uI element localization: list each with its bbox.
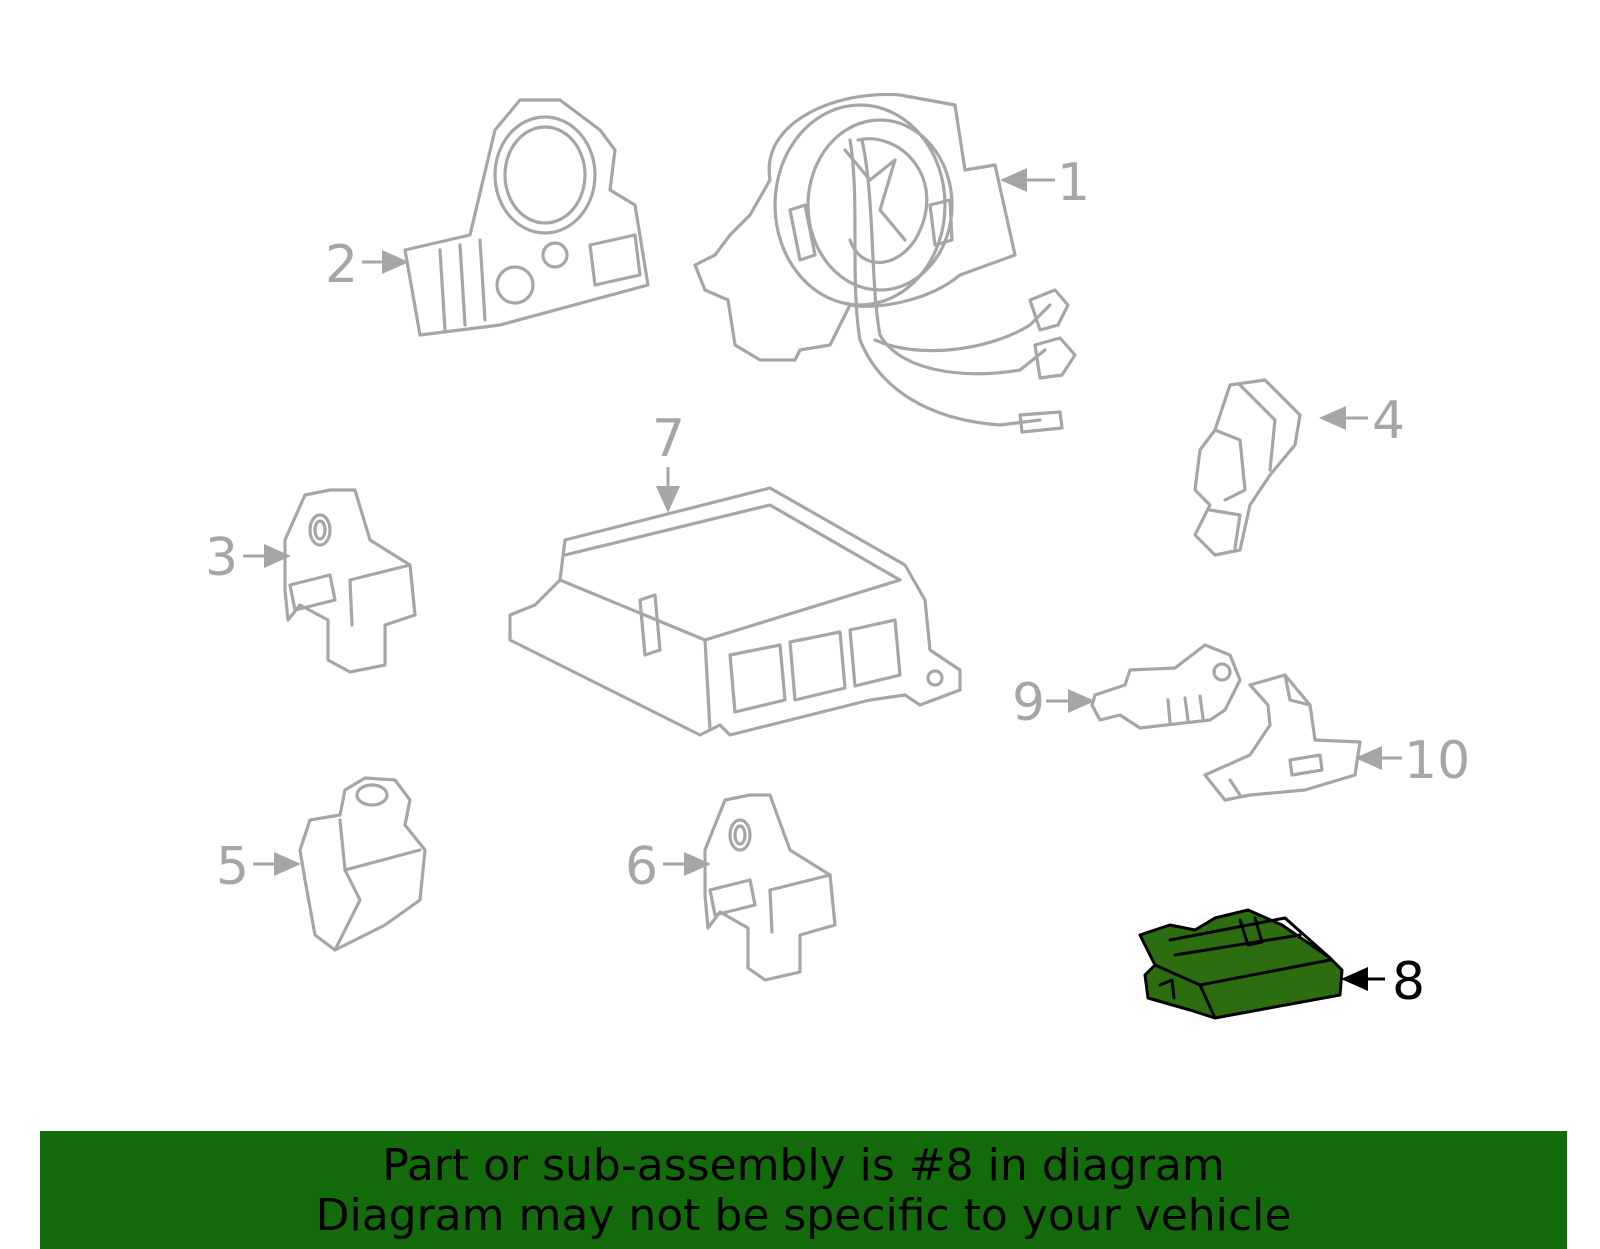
callout-7: 7	[652, 409, 685, 469]
part-2-steering-sensor	[403, 98, 650, 337]
callout-10: 10	[1404, 731, 1470, 791]
info-banner: Part or sub-assembly is #8 in diagram Di…	[40, 1131, 1567, 1249]
part-8-module	[1138, 908, 1344, 1020]
part-4-sensor	[1193, 378, 1302, 557]
part-6-sensor	[703, 793, 837, 982]
banner-line-1: Part or sub-assembly is #8 in diagram	[382, 1140, 1225, 1191]
callout-4: 4	[1372, 391, 1405, 451]
callout-9: 9	[1012, 673, 1045, 733]
part-9-sensor	[1090, 643, 1242, 730]
callout-5: 5	[216, 837, 249, 897]
callout-3: 3	[205, 528, 238, 588]
banner-line-2: Diagram may not be specific to your vehi…	[315, 1190, 1292, 1241]
part-5-sensor	[298, 776, 427, 952]
callout-8: 8	[1392, 952, 1425, 1012]
callout-2: 2	[325, 235, 358, 295]
part-10-bracket	[1203, 673, 1362, 802]
part-3-impact-sensor	[283, 488, 417, 674]
callout-6: 6	[625, 837, 658, 897]
part-1-clock-spring	[693, 92, 1077, 434]
part-7-control-module	[508, 486, 962, 737]
callout-1: 1	[1057, 153, 1090, 213]
